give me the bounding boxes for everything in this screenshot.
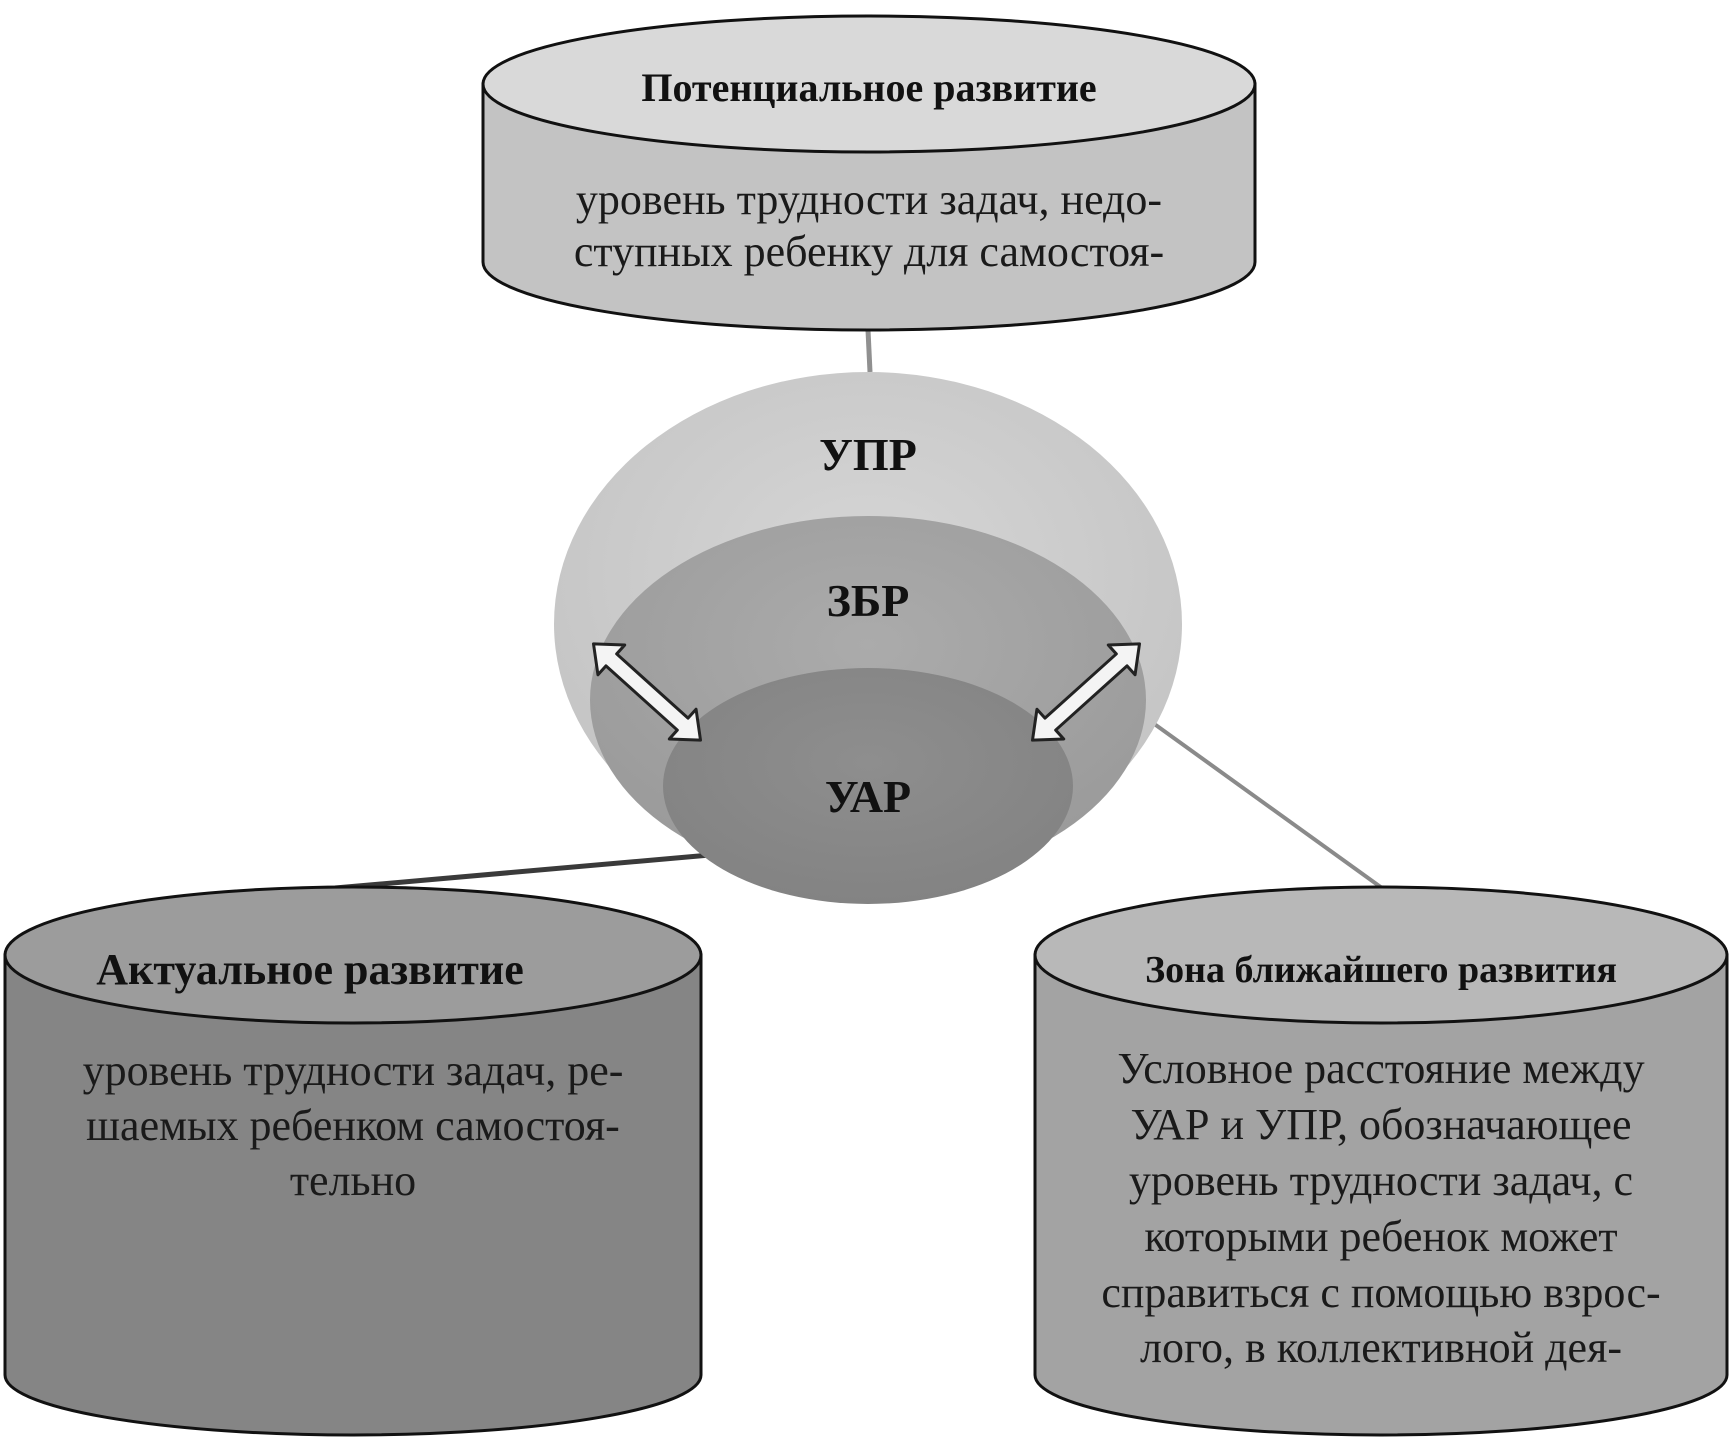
left-cylinder-line-1: уровень трудности задач, ре- xyxy=(83,1046,624,1095)
right-cylinder-cap xyxy=(1033,885,1729,1025)
right-cylinder-body xyxy=(1033,953,1729,1437)
double-arrow-left xyxy=(591,642,703,742)
left-cylinder-line-3: тельно xyxy=(290,1156,416,1205)
top-cylinder-title: Потенциальное развитие xyxy=(641,65,1096,110)
double-arrow-right-shape xyxy=(1030,642,1142,742)
right-cylinder-title: Зона ближайшего развития xyxy=(1145,949,1617,991)
label-upr: УПР xyxy=(819,429,917,480)
right-cylinder-line-4: которыми ребенок может xyxy=(1144,1212,1617,1261)
label-uar: УАР xyxy=(825,771,911,822)
top-cylinder-line-1: уровень трудности задач, недо- xyxy=(576,175,1162,224)
connector-top xyxy=(865,329,873,373)
double-arrow-left-shape xyxy=(591,642,703,742)
right-cylinder-line-3: уровень трудности задач, с xyxy=(1129,1156,1633,1205)
zones-circles: УПР ЗБР УАР xyxy=(554,372,1182,904)
left-cylinder-cap xyxy=(3,885,703,1025)
left-cylinder-line-2: шаемых ребенком самостоя- xyxy=(86,1101,620,1150)
connector-left xyxy=(334,852,711,891)
right-cylinder-line-5: справиться с помощью взрос- xyxy=(1101,1268,1660,1317)
connector-right xyxy=(1126,703,1384,890)
double-arrow-right xyxy=(1030,642,1142,742)
inner-circle-uar xyxy=(663,668,1073,904)
top-cylinder-line-2: ступных ребенку для самостоя- xyxy=(574,227,1164,276)
right-cylinder-line-1: Условное расстояние между xyxy=(1117,1044,1644,1093)
right-cylinder-line-6: лого, в коллективной дея- xyxy=(1140,1323,1622,1372)
right-cylinder: Зона ближайшего развития Условное рассто… xyxy=(1033,885,1729,1437)
left-cylinder: Актуальное развитие уровень трудности за… xyxy=(3,885,703,1437)
left-cylinder-title: Актуальное развитие xyxy=(96,945,524,994)
top-cylinder-body xyxy=(481,82,1257,332)
top-cylinder-cap xyxy=(481,14,1257,154)
right-cylinder-line-2: УАР и УПР, обозначающее xyxy=(1131,1100,1632,1149)
label-zbr: ЗБР xyxy=(827,575,910,626)
left-cylinder-body xyxy=(3,953,703,1437)
top-cylinder: Потенциальное развитие уровень трудности… xyxy=(481,14,1257,332)
